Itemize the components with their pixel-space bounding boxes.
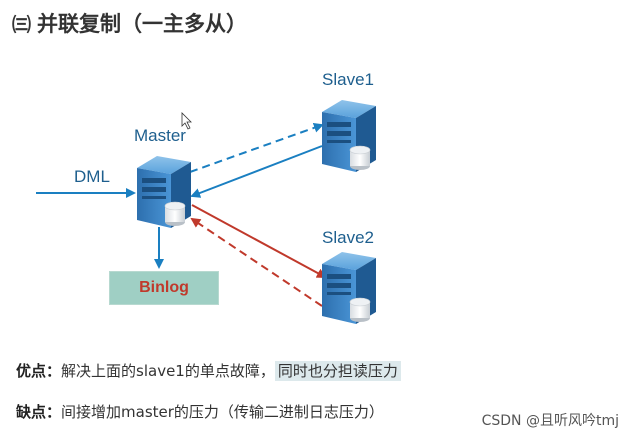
binlog-box: Binlog: [109, 271, 219, 305]
slave2-server-icon: [322, 252, 376, 324]
slave1-request-arrow: [189, 122, 324, 173]
slave2-request-arrow: [190, 217, 323, 307]
disadvantage-key: 缺点：: [16, 403, 62, 421]
disadvantage-text: 间接增加master的压力（传输二进制日志压力）: [61, 403, 384, 421]
slave1-label: Slave1: [322, 70, 374, 89]
section-number: ㈢: [12, 13, 32, 36]
master-label: Master: [134, 126, 186, 145]
advantage-line: 优点：解决上面的slave1的单点故障，同时也分担读压力: [16, 360, 401, 381]
section-title: ㈢ 并联复制（一主多从）: [12, 8, 247, 38]
master-server-icon: [137, 156, 191, 228]
advantage-key: 优点：: [16, 362, 62, 380]
slave1-server-icon: [322, 100, 376, 172]
advantage-text: 解决上面的slave1的单点故障，: [61, 362, 275, 380]
watermark: CSDN @且听风吟tmj: [481, 413, 619, 429]
slave2-replication-arrow: [191, 204, 327, 278]
cursor-icon: [181, 112, 192, 130]
section-title-text: 并联复制（一主多从）: [37, 12, 248, 36]
slave1-replication-arrow: [190, 145, 323, 198]
disadvantage-line: 缺点：间接增加master的压力（传输二进制日志压力）: [16, 401, 384, 422]
dml-label: DML: [74, 167, 110, 186]
slave2-label: Slave2: [322, 228, 374, 247]
advantage-highlight: 同时也分担读压力: [274, 361, 401, 381]
